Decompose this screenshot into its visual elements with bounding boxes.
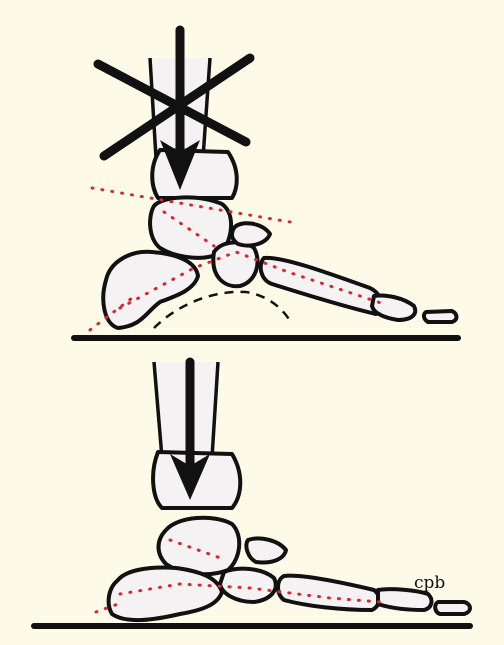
bottom-panel: cpb	[34, 362, 470, 626]
bottom-leg-bones	[153, 362, 240, 508]
bottom-foot-bones	[109, 518, 470, 620]
top-panel	[74, 30, 458, 338]
artist-signature: cpb	[414, 573, 445, 593]
top-foot-bones	[103, 197, 456, 328]
